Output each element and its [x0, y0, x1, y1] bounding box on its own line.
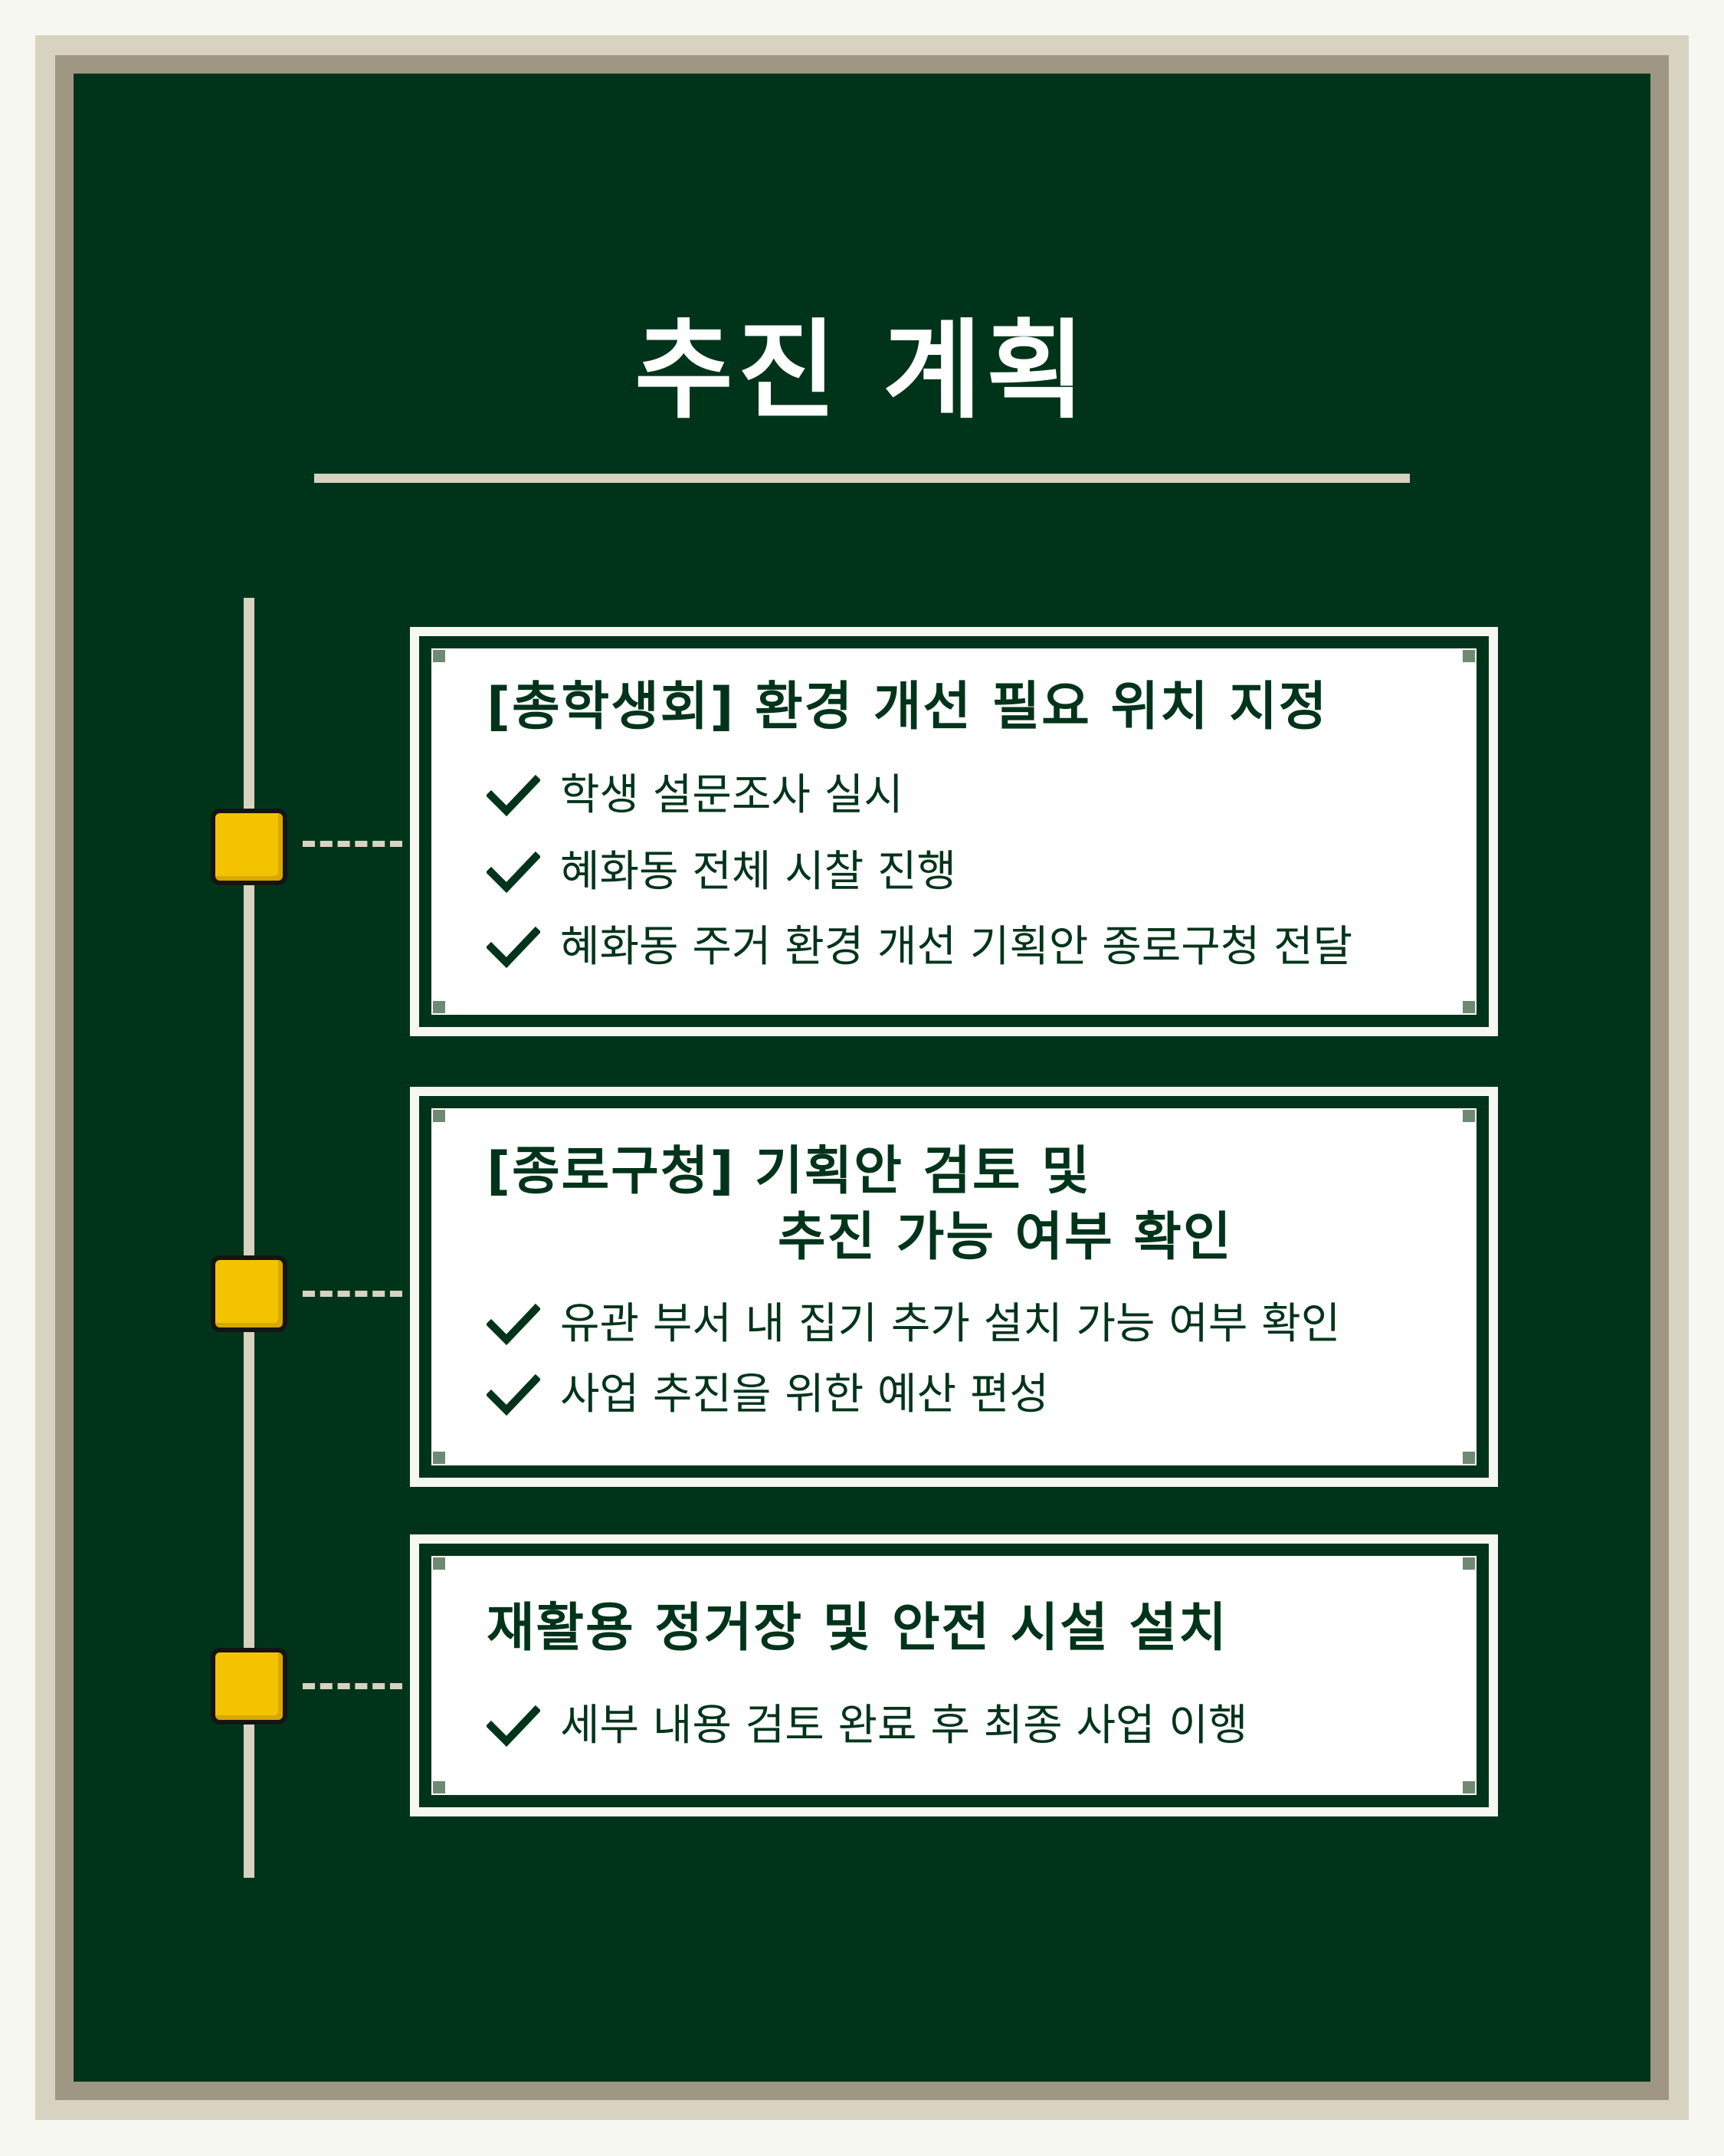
check-icon [487, 1303, 540, 1346]
list-item: 혜화동 주거 환경 개선 기획안 종로구청 전달 [487, 917, 1467, 978]
list-item: 혜화동 전체 시찰 진행 [487, 842, 1467, 903]
timeline-node-icon [211, 1648, 287, 1724]
check-icon [487, 851, 540, 894]
timeline-connector [303, 841, 402, 847]
check-icon [487, 1373, 540, 1416]
step-card-3: 재활용 정거장 및 안전 시설 설치 세부 내용 검토 완료 후 최종 사업 이… [410, 1534, 1498, 1816]
step-title: [종로구청] 기획안 검토 및 추진 가능 여부 확인 [487, 1141, 1233, 1268]
page-title: 추진 계획 [634, 309, 1090, 434]
timeline-node-icon [211, 809, 287, 885]
step-title: 재활용 정거장 및 안전 시설 설치 [487, 1598, 1228, 1659]
check-icon [487, 774, 540, 817]
check-icon [487, 1705, 540, 1747]
list-item: 유관 부서 내 집기 추가 설치 가능 여부 확인 [487, 1294, 1467, 1355]
timeline-connector [303, 1291, 402, 1297]
timeline-connector [303, 1683, 402, 1689]
step-card-2: [종로구청] 기획안 검토 및 추진 가능 여부 확인 유관 부서 내 집기 추… [410, 1087, 1498, 1487]
check-icon [487, 926, 540, 969]
step-card-1: [총학생회] 환경 개선 필요 위치 지정 학생 설문조사 실시 혜화동 전체 … [410, 627, 1498, 1036]
step-title: [총학생회] 환경 개선 필요 위치 지정 [487, 677, 1329, 737]
title-divider [314, 474, 1410, 483]
timeline-line [244, 598, 254, 1878]
list-item: 사업 추진을 위한 예산 편성 [487, 1364, 1467, 1426]
timeline-node-icon [211, 1255, 287, 1332]
list-item: 세부 내용 검토 완료 후 최종 사업 이행 [487, 1695, 1467, 1757]
list-item: 학생 설문조사 실시 [487, 765, 1467, 826]
